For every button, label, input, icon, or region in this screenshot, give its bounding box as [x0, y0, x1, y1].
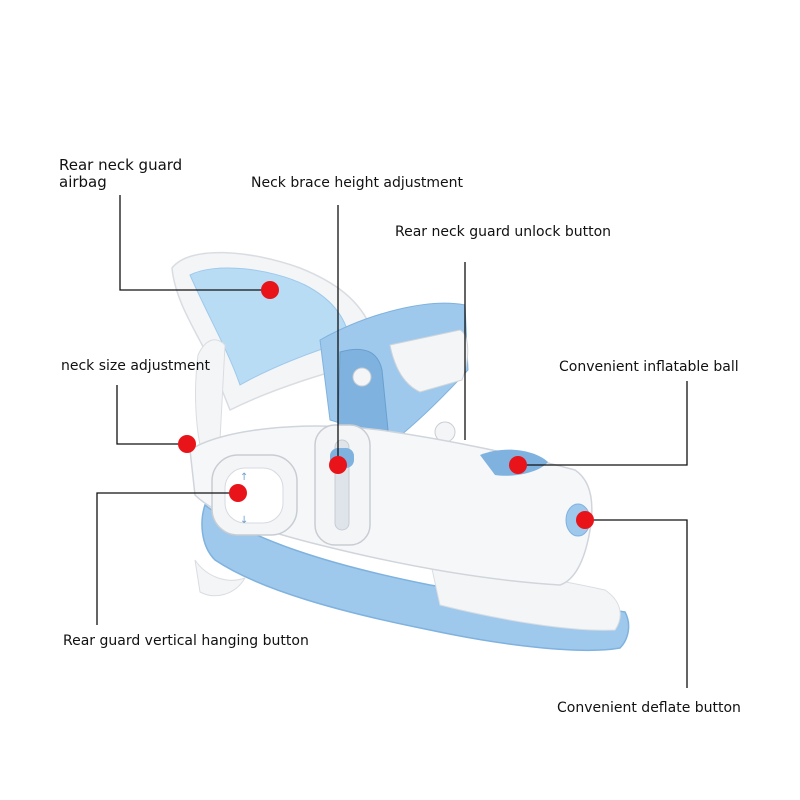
marker-neck-size	[178, 435, 196, 453]
knob-up-arrow: ↑	[240, 472, 248, 483]
left-wing	[195, 339, 226, 446]
marker-vertical-hanging	[229, 484, 247, 502]
marker-height-adjustment	[329, 456, 347, 474]
label-unlock-button: Rear neck guard unlock button	[395, 224, 612, 240]
label-rear-airbag: Rear neck guard airbag	[59, 157, 182, 191]
marker-rear-airbag	[261, 281, 279, 299]
label-rear-airbag-line1: Rear neck guard	[59, 156, 183, 174]
marker-deflate-button	[576, 511, 594, 529]
marker-inflatable-ball	[509, 456, 527, 474]
leader-lines	[96, 195, 688, 688]
leader-vertical-hanging	[96, 492, 238, 625]
size-knob	[224, 467, 284, 524]
label-inflatable-ball: Convenient inflatable ball	[559, 359, 739, 375]
bottom-white-tab	[194, 559, 247, 597]
leader-deflate-button	[585, 519, 688, 688]
label-deflate-button: Convenient deflate button	[557, 700, 741, 716]
knob-down-arrow: ↓	[240, 515, 248, 526]
label-height-adjustment: Neck brace height adjustment	[251, 175, 464, 191]
leader-rear-airbag	[119, 195, 270, 291]
leader-neck-size	[116, 385, 187, 445]
label-neck-size: neck size adjustment	[61, 358, 210, 374]
leader-inflatable-ball	[518, 381, 688, 466]
label-vertical-hanging: Rear guard vertical hanging button	[63, 633, 309, 649]
plate-button	[352, 367, 372, 387]
markers	[178, 281, 594, 529]
label-rear-airbag-line2: airbag	[59, 173, 107, 191]
